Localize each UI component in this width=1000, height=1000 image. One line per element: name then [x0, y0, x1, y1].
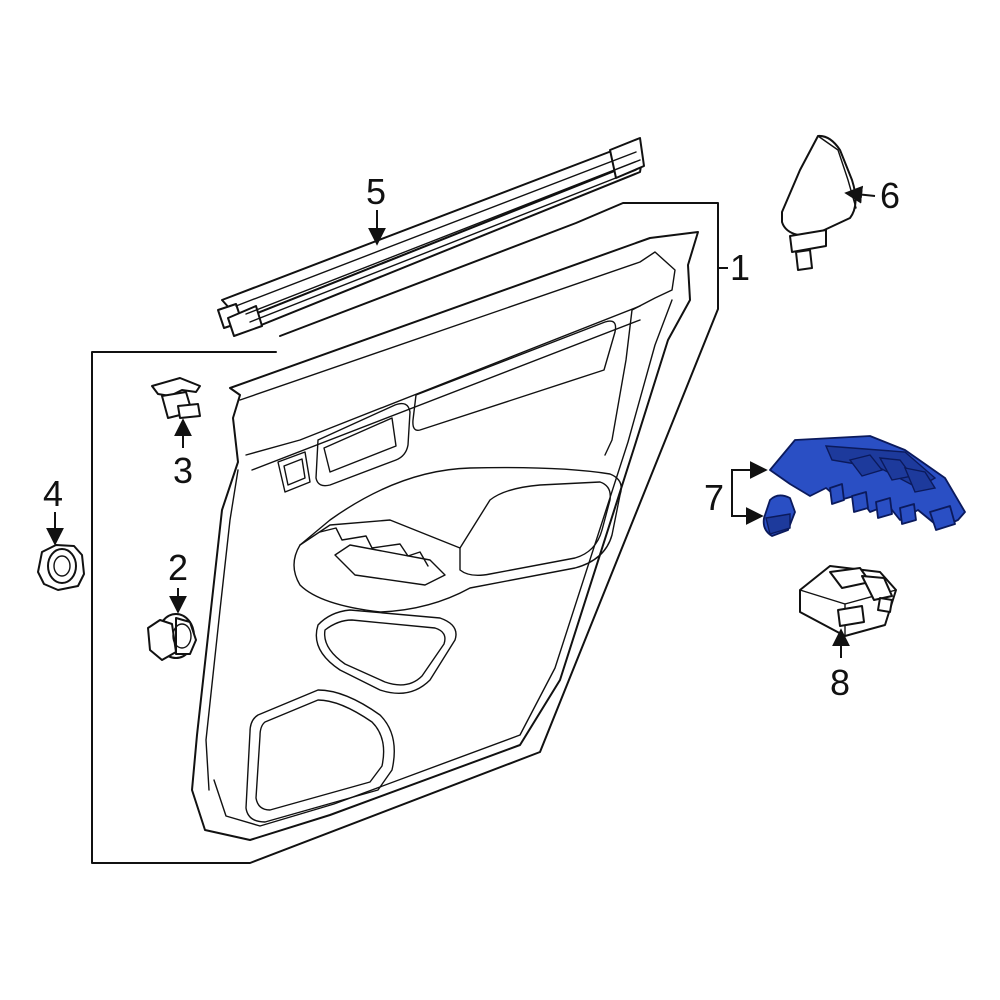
- door-trim-panel[interactable]: [191, 231, 699, 841]
- window-switch-bezel-clip[interactable]: [762, 494, 796, 537]
- leader-line-7b: [731, 496, 764, 525]
- grommet-nut[interactable]: [37, 544, 85, 591]
- callout-5: 5: [366, 171, 386, 212]
- assembly-bracket-outline: [91, 202, 719, 864]
- clip[interactable]: [151, 377, 201, 419]
- callout-4: 4: [43, 473, 63, 514]
- leader-line-6: [844, 185, 876, 204]
- corner-trim[interactable]: [781, 134, 857, 271]
- callout-6: 6: [880, 175, 900, 216]
- callout-3: 3: [173, 450, 193, 491]
- push-retainer[interactable]: [147, 613, 197, 661]
- callout-1: 1: [730, 247, 750, 288]
- leader-line-7: [731, 461, 768, 496]
- window-switch[interactable]: [799, 565, 897, 637]
- callout-7: 7: [704, 477, 724, 518]
- belt-weatherstrip[interactable]: [217, 137, 645, 337]
- callout-8: 8: [830, 662, 850, 703]
- window-switch-bezel[interactable]: [769, 435, 966, 531]
- callout-2: 2: [168, 547, 188, 588]
